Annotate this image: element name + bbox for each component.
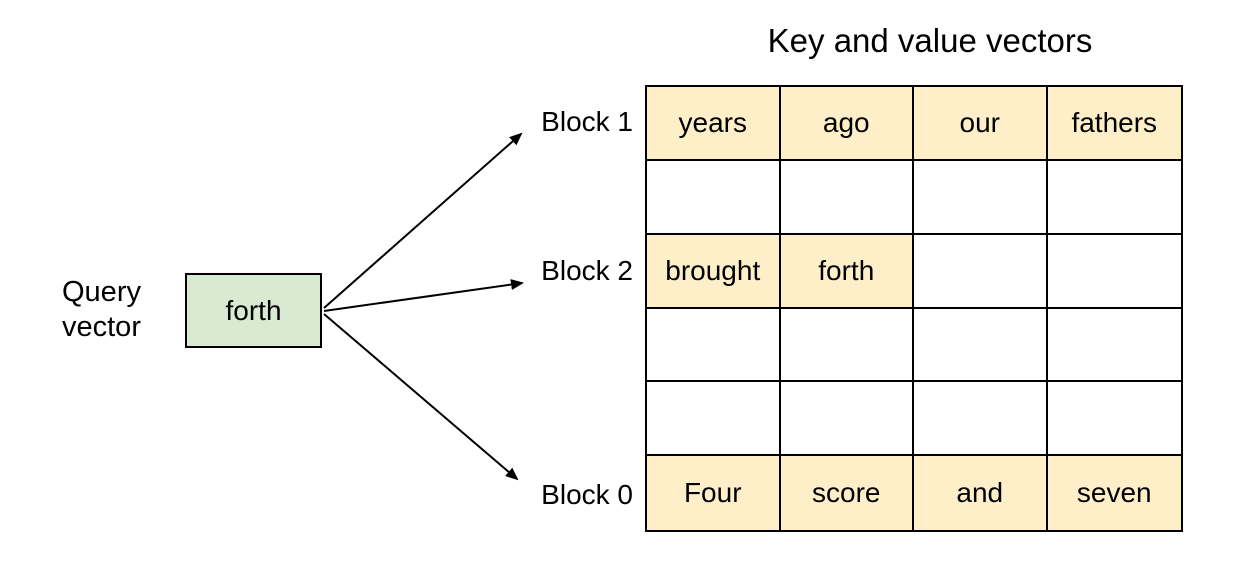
- kv-cell: our: [914, 87, 1048, 161]
- query-vector-label: Query vector: [62, 276, 141, 343]
- kv-cell: [780, 382, 914, 457]
- kv-cell: score: [780, 456, 914, 530]
- kv-cell: seven: [1047, 456, 1181, 530]
- arrow-to-block-2: [323, 279, 524, 312]
- kv-cell: Four: [647, 456, 781, 530]
- kv-cell: [647, 382, 781, 457]
- block-1-label: Block 1: [541, 106, 633, 137]
- kv-cell: [914, 160, 1048, 235]
- kv-cell: brought: [647, 234, 781, 309]
- kv-cell: forth: [780, 234, 914, 309]
- kv-cell: [780, 160, 914, 235]
- kv-cell: [1047, 234, 1181, 309]
- kv-cell: [914, 308, 1048, 383]
- kv-cell: [914, 382, 1048, 457]
- kv-cell: [780, 308, 914, 383]
- arrow-to-block-0: [323, 313, 519, 481]
- kv-cell: ago: [780, 87, 914, 161]
- kv-cell: [1047, 382, 1181, 457]
- block-2-label: Block 2: [541, 255, 633, 286]
- kv-cell: [1047, 308, 1181, 383]
- kv-grid-title: Key and value vectors: [767, 22, 1093, 59]
- kv-cell: [647, 308, 781, 383]
- kv-grid: years ago our fathers brought forth Four…: [645, 85, 1183, 532]
- kv-cell: [1047, 160, 1181, 235]
- kv-cell: fathers: [1047, 87, 1181, 161]
- kv-cell: [914, 234, 1048, 309]
- query-token: forth: [225, 294, 282, 326]
- block-0-label: Block 0: [541, 479, 633, 510]
- kv-cell: years: [647, 87, 781, 161]
- kv-cell: and: [914, 456, 1048, 530]
- query-vector-box: forth: [185, 273, 322, 348]
- kv-cell: [647, 160, 781, 235]
